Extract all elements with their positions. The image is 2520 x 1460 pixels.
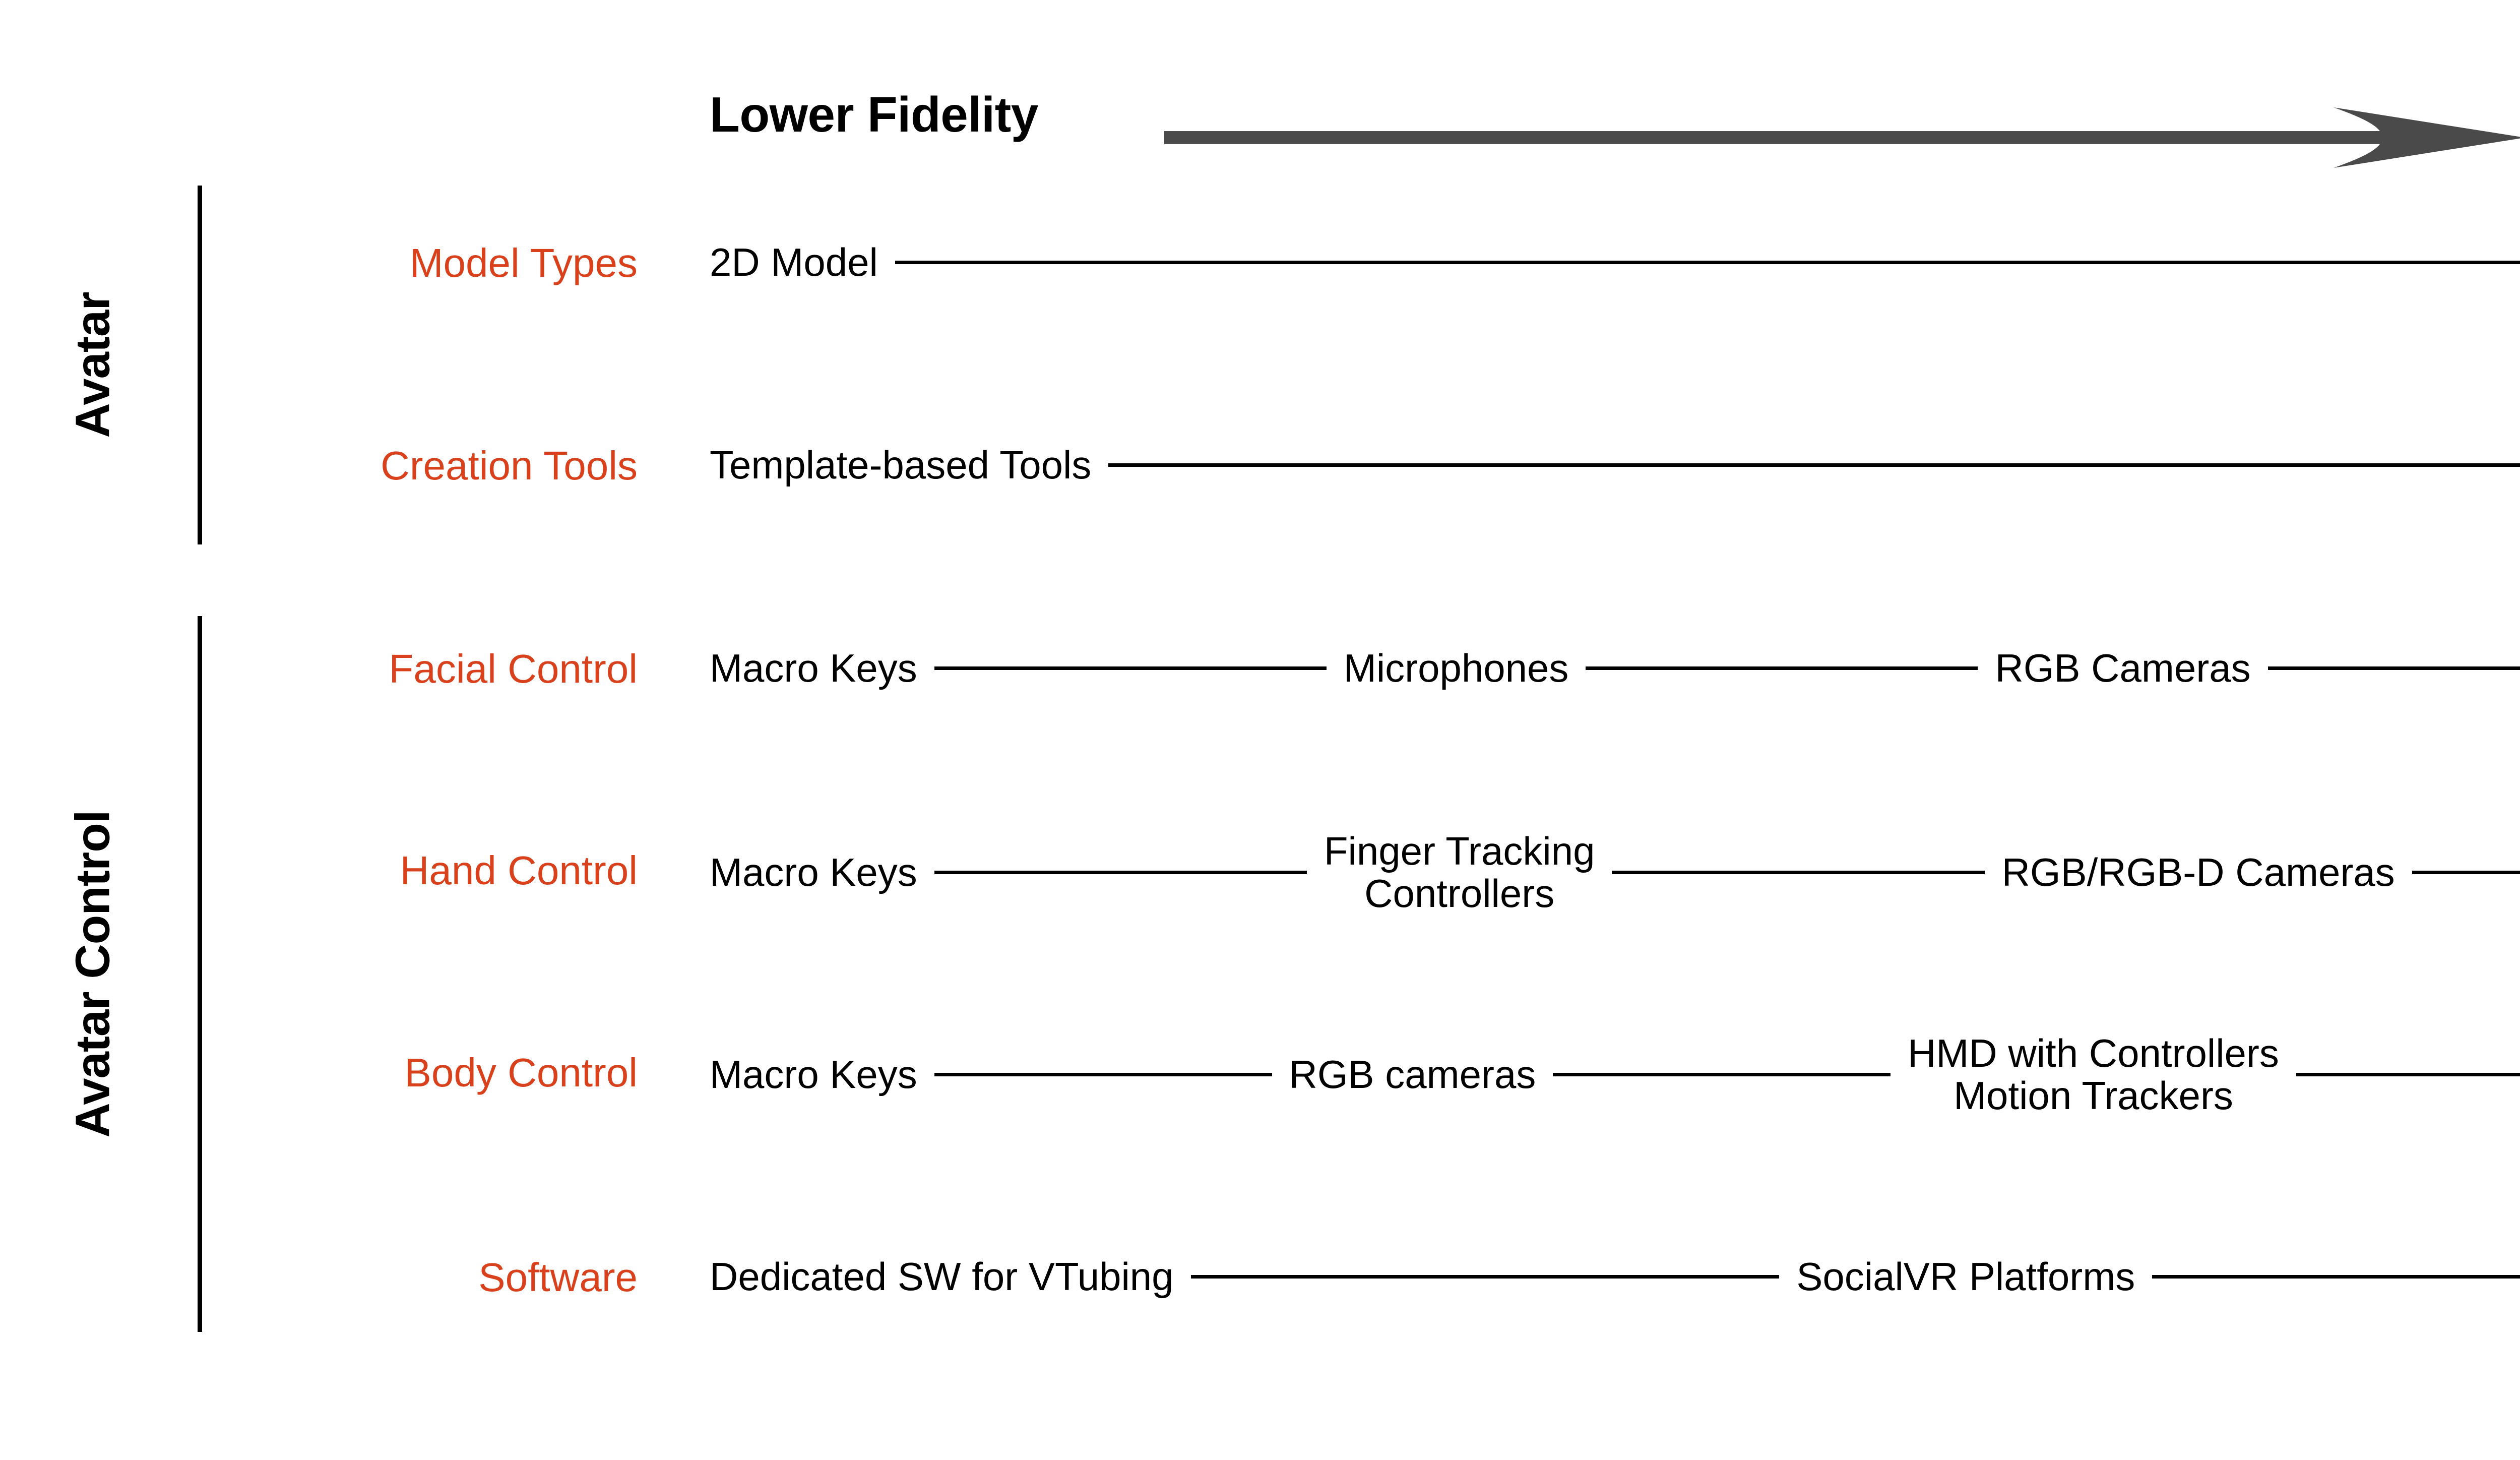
connector-body-control-1 xyxy=(1553,1072,1891,1076)
row-label-creation-tools: Creation Tools xyxy=(381,443,638,488)
node-hand-control-0: Macro Keys xyxy=(710,849,917,894)
node-body-control-2: HMD with Controllers Motion Trackers xyxy=(1908,1030,2279,1118)
node-model-types-0: 2D Model xyxy=(710,239,878,284)
connector-body-control-2 xyxy=(2296,1072,2520,1076)
connector-creation-tools-0 xyxy=(1108,463,2520,467)
node-software-1: SocialVR Platforms xyxy=(1796,1254,2135,1299)
node-facial-control-0: Macro Keys xyxy=(710,645,917,690)
connector-body-control-0 xyxy=(934,1072,1272,1076)
connector-facial-control-2 xyxy=(2267,666,2520,670)
scale-row-software: Dedicated SW for VTubing SocialVR Platfo… xyxy=(710,1252,2520,1301)
connector-software-1 xyxy=(2152,1274,2520,1279)
node-facial-control-2: RGB Cameras xyxy=(1995,645,2251,690)
row-label-facial-control: Facial Control xyxy=(389,646,638,691)
connector-hand-control-2 xyxy=(2412,870,2520,874)
node-body-control-1: RGB cameras xyxy=(1289,1052,1536,1097)
group-divider-avatar xyxy=(198,186,202,544)
node-hand-control-2: RGB/RGB-D Cameras xyxy=(2001,849,2395,894)
group-title-avatar-control-text: Avatar Control xyxy=(66,810,120,1138)
scale-row-creation-tools: Template-based Tools Professional Graphi… xyxy=(710,441,2520,489)
node-hand-control-1: Finger Tracking Controllers xyxy=(1324,828,1595,916)
scale-row-body-control: Macro Keys RGB cameras HMD with Controll… xyxy=(710,1026,2520,1122)
connector-facial-control-1 xyxy=(1586,666,1978,670)
row-label-hand-control: Hand Control xyxy=(400,848,638,893)
connector-model-types-0 xyxy=(895,260,2520,264)
connector-hand-control-1 xyxy=(1612,870,1985,874)
group-divider-avatar-control xyxy=(198,616,202,1332)
fidelity-arrow-icon xyxy=(1164,107,2520,168)
connector-facial-control-0 xyxy=(934,666,1327,670)
fidelity-axis: Lower Fidelity Higher Fidelity xyxy=(0,78,2520,168)
node-creation-tools-0: Template-based Tools xyxy=(710,442,1092,487)
connector-software-0 xyxy=(1190,1274,1780,1279)
group-title-avatar-control: Avatar Control xyxy=(0,616,186,1332)
node-facial-control-1: Microphones xyxy=(1343,645,1569,690)
row-label-body-control: Body Control xyxy=(404,1050,638,1095)
connector-hand-control-0 xyxy=(934,870,1307,874)
row-label-model-types: Model Types xyxy=(409,240,638,285)
scale-row-hand-control: Macro Keys Finger Tracking Controllers R… xyxy=(710,824,2520,920)
scale-row-facial-control: Macro Keys Microphones RGB Cameras iPhon… xyxy=(710,644,2520,692)
row-label-software: Software xyxy=(478,1255,638,1300)
node-body-control-0: Macro Keys xyxy=(710,1052,917,1097)
scale-row-model-types: 2D Model 3D Model xyxy=(710,238,2520,286)
node-software-0: Dedicated SW for VTubing xyxy=(710,1254,1174,1299)
group-title-avatar: Avatar xyxy=(0,186,186,544)
axis-label-lower-fidelity: Lower Fidelity xyxy=(710,87,1038,142)
group-title-avatar-text: Avatar xyxy=(66,292,120,438)
